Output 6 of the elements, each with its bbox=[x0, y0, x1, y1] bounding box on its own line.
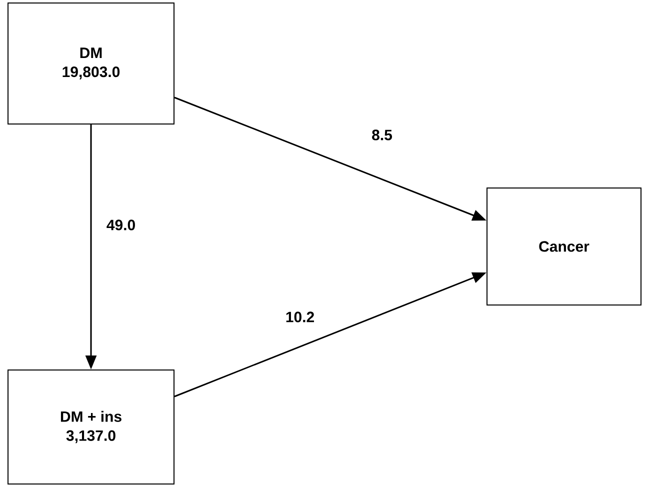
box: DM 19,803.0 bbox=[8, 2, 174, 124]
edge-label: 49.0 bbox=[105, 218, 137, 232]
edge-label: 10.2 bbox=[284, 310, 316, 324]
edge-label: 8.5 bbox=[370, 128, 394, 142]
box: DM + ins 3,137.0 bbox=[8, 370, 174, 484]
box: Cancer bbox=[486, 188, 642, 306]
